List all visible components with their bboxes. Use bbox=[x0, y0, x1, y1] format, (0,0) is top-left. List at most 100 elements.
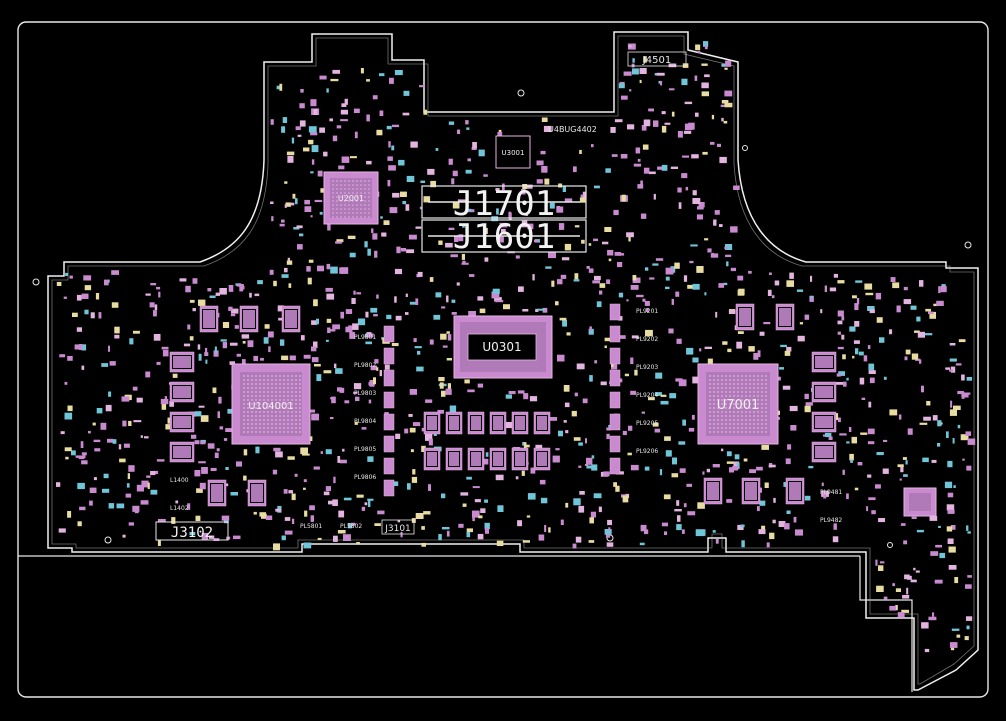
bga-ball bbox=[368, 196, 370, 198]
bga-ball bbox=[352, 200, 354, 202]
bga-ball bbox=[729, 411, 731, 413]
bga-ball bbox=[344, 184, 346, 186]
bga-ball bbox=[243, 399, 245, 401]
smd-part bbox=[593, 493, 602, 499]
smd-part bbox=[484, 227, 488, 234]
smd-part bbox=[630, 357, 634, 365]
smd-part bbox=[395, 315, 402, 321]
bga-ball bbox=[348, 180, 350, 182]
smd-part bbox=[701, 91, 709, 97]
smd-part bbox=[903, 474, 908, 477]
smd-part bbox=[94, 448, 101, 452]
smd-part bbox=[526, 515, 531, 518]
smd-part bbox=[837, 331, 841, 335]
smd-part bbox=[540, 497, 548, 504]
smd-part bbox=[852, 355, 855, 359]
smd-part bbox=[505, 422, 513, 429]
smd-part bbox=[402, 112, 410, 116]
smd-part bbox=[95, 293, 100, 300]
bga-ball bbox=[753, 379, 755, 381]
smd-part bbox=[466, 127, 470, 130]
smd-part bbox=[200, 441, 206, 445]
smd-part bbox=[782, 385, 791, 390]
smd-part bbox=[537, 308, 545, 311]
smd-part bbox=[169, 401, 174, 407]
smd-part bbox=[64, 381, 68, 385]
smd-part bbox=[589, 517, 594, 524]
smd-part bbox=[856, 298, 860, 305]
smd-part bbox=[441, 527, 450, 530]
label-pl9801: PL9801 bbox=[354, 334, 376, 341]
bga-ball bbox=[267, 391, 269, 393]
bga-ball bbox=[733, 419, 735, 421]
bga-ball bbox=[275, 411, 277, 413]
smd-part bbox=[947, 538, 954, 544]
smd-part bbox=[423, 109, 428, 115]
smd-part bbox=[199, 482, 206, 490]
smd-part bbox=[804, 495, 811, 501]
smd-part bbox=[295, 126, 301, 131]
bga-ball bbox=[356, 212, 358, 214]
bga-ball bbox=[267, 387, 269, 389]
smd-part bbox=[367, 498, 374, 501]
bga-ball bbox=[765, 431, 767, 433]
smd-part bbox=[228, 285, 234, 292]
chip-u7001: U7001 bbox=[697, 363, 779, 445]
bga-ball bbox=[247, 403, 249, 405]
bga-ball bbox=[364, 180, 366, 182]
bga-ball bbox=[259, 375, 261, 377]
smd-part bbox=[394, 296, 397, 303]
smd-part bbox=[64, 447, 72, 452]
bga-ball bbox=[725, 431, 727, 433]
smd-part bbox=[517, 390, 525, 394]
smd-part bbox=[764, 482, 769, 488]
smd-part bbox=[618, 292, 624, 298]
smd-part bbox=[104, 279, 109, 286]
smd-part bbox=[372, 95, 378, 100]
smd-part bbox=[339, 387, 345, 393]
bga-ball bbox=[356, 208, 358, 210]
smd-part bbox=[614, 252, 622, 256]
smd-part bbox=[759, 500, 766, 506]
smd-part bbox=[681, 529, 685, 534]
smd-part bbox=[876, 452, 884, 456]
smd-part bbox=[411, 476, 418, 483]
bga-ball bbox=[295, 391, 297, 393]
smd-part bbox=[209, 295, 216, 298]
bga-ball bbox=[295, 375, 297, 377]
smd-part bbox=[526, 184, 533, 189]
smd-part bbox=[677, 187, 682, 193]
smd-part bbox=[299, 103, 305, 109]
smd-part bbox=[197, 344, 201, 350]
smd-part bbox=[189, 299, 195, 303]
smd-part bbox=[711, 252, 714, 256]
smd-part bbox=[267, 331, 274, 338]
smd-part bbox=[421, 526, 425, 530]
smd-part bbox=[310, 215, 313, 218]
chip-label-u0301: U0301 bbox=[482, 340, 521, 354]
smd-part bbox=[414, 346, 422, 349]
smd-part bbox=[868, 370, 876, 374]
smd-part bbox=[758, 529, 766, 535]
smd-part bbox=[81, 460, 88, 465]
bga-ball bbox=[267, 431, 269, 433]
bga-ball bbox=[340, 180, 342, 182]
smd-part bbox=[311, 320, 318, 325]
bga-ball bbox=[271, 391, 273, 393]
smd-part bbox=[388, 165, 396, 171]
smd-part bbox=[230, 342, 238, 346]
smd-part bbox=[926, 401, 931, 406]
smd-part bbox=[156, 459, 165, 462]
smd-part bbox=[622, 430, 627, 436]
smd-part bbox=[500, 228, 506, 235]
bga-ball bbox=[243, 375, 245, 377]
smd-part bbox=[241, 359, 246, 364]
bga-ball bbox=[725, 379, 727, 381]
smd-part bbox=[150, 489, 158, 495]
smd-part bbox=[571, 410, 577, 417]
smd-part bbox=[189, 532, 196, 536]
bga-ball bbox=[287, 411, 289, 413]
bga-ball bbox=[283, 399, 285, 401]
bga-ball bbox=[753, 395, 755, 397]
smd-part bbox=[394, 70, 403, 76]
